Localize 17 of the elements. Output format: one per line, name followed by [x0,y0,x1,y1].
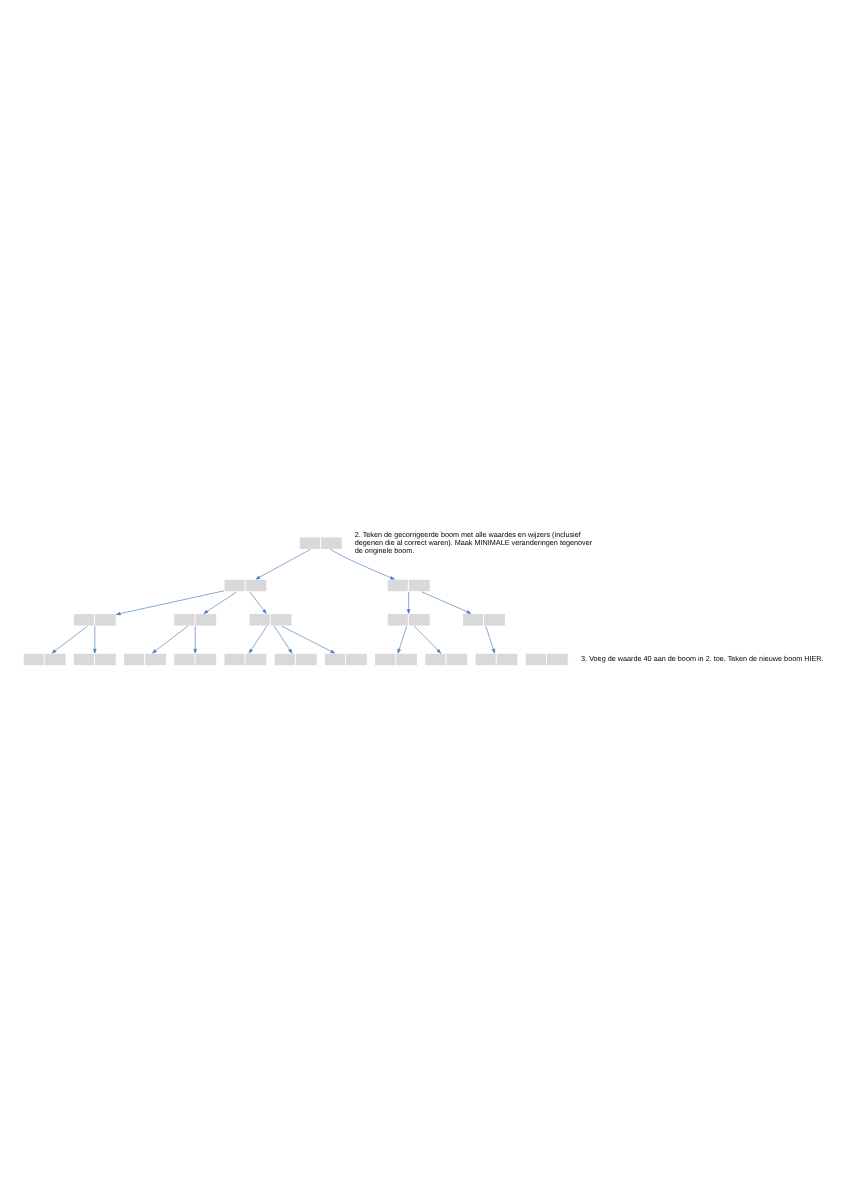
arrow [420,591,471,614]
arrow [272,625,292,654]
arrow [405,591,410,614]
arrow [280,625,335,654]
arrow [254,549,310,580]
arrow [50,625,87,654]
arrow [92,625,96,654]
arrow [484,625,495,654]
arrow [412,625,441,654]
arrow [151,625,188,654]
arrow [202,591,237,614]
arrow [248,591,266,614]
arrow [396,625,407,654]
arrow [192,625,196,654]
arrow [329,549,394,580]
arrow [115,590,224,616]
arrow [247,625,267,654]
